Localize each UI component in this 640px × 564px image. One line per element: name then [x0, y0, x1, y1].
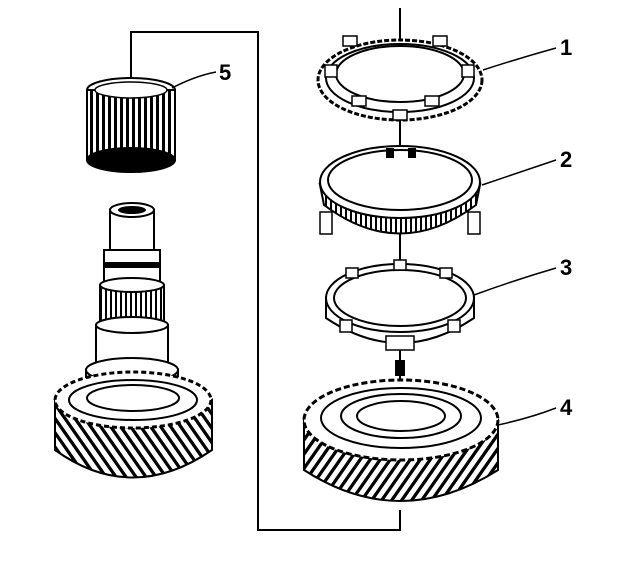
helical-gear	[302, 360, 500, 502]
callout-2: 2	[560, 147, 572, 172]
inner-synchronizer-ring	[325, 259, 475, 351]
leader-lines	[171, 47, 557, 426]
input-shaft-gear	[53, 370, 213, 479]
outer-synchronizer-ring	[316, 35, 484, 122]
assembly-bracket-line	[130, 31, 401, 531]
callout-3: 3	[560, 255, 572, 280]
middle-synchronizer-cone	[318, 145, 482, 235]
needle-bearing	[86, 77, 176, 173]
callout-1: 1	[560, 35, 572, 60]
callout-4: 4	[560, 395, 573, 420]
callout-5: 5	[219, 60, 231, 85]
